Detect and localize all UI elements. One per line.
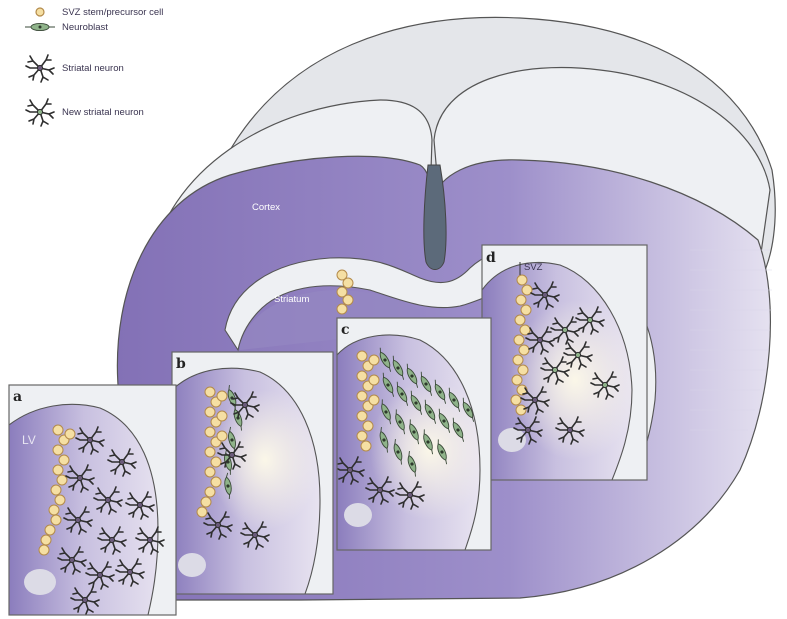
- svz-label: SVZ: [524, 262, 543, 273]
- svz-stem-cell-icon: [36, 8, 44, 16]
- legend-label-striatal-neuron: Striatal neuron: [62, 63, 124, 74]
- panel-b-letter: b: [176, 356, 186, 372]
- panel-a-letter: a: [13, 389, 22, 405]
- legend-label-neuroblast: Neuroblast: [62, 22, 108, 33]
- lv-label: LV: [22, 433, 36, 447]
- legend: SVZ stem/precursor cell Neuroblast Stria…: [25, 7, 163, 126]
- new-striatal-neuron-icon: [26, 99, 54, 126]
- striatal-neuron-icon: [26, 55, 54, 82]
- cortex-label: Cortex: [252, 202, 280, 213]
- panel-a: a LV: [9, 385, 176, 615]
- legend-label-new-striatal-neuron: New striatal neuron: [62, 107, 144, 118]
- panel-d-letter: d: [486, 250, 496, 266]
- panel-b: b: [172, 352, 333, 594]
- panel-d: d SVZ: [482, 245, 647, 480]
- legend-label-svz-stem-cell: SVZ stem/precursor cell: [62, 7, 163, 18]
- panel-c: c: [336, 318, 491, 550]
- striatum-label: Striatum: [274, 294, 309, 305]
- neuroblast-icon: [25, 23, 55, 30]
- panel-c-letter: c: [341, 322, 350, 338]
- midline-fissure: [424, 165, 446, 270]
